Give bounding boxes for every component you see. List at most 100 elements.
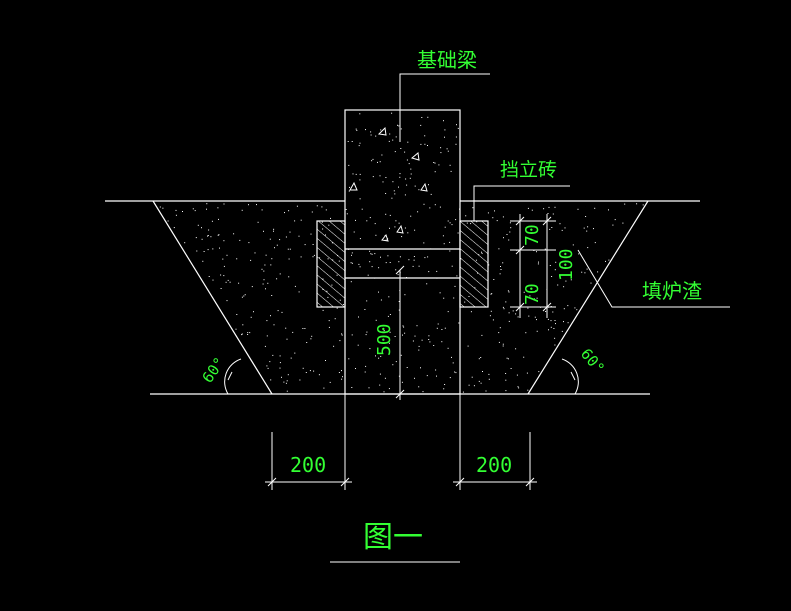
stipple-dot (502, 345, 504, 347)
stipple-dot (294, 285, 296, 287)
stipple-dot (309, 370, 311, 372)
stipple-dot (561, 229, 563, 231)
stipple-dot (388, 388, 390, 390)
stipple-dot (194, 210, 196, 212)
stipple-dot (389, 227, 390, 229)
stipple-dot (456, 124, 457, 126)
stipple-dot (442, 235, 444, 237)
stipple-dot (202, 260, 204, 262)
stipple-dot (398, 261, 400, 263)
stipple-dot (273, 228, 275, 230)
stipple-dot (533, 298, 535, 300)
stipple-dot (450, 170, 452, 172)
stipple-dot (387, 315, 389, 317)
stipple-dot (492, 217, 494, 219)
stipple-dot (217, 234, 219, 236)
stipple-dot (563, 321, 564, 323)
stipple-dot (434, 162, 436, 164)
stipple-dot (207, 235, 209, 237)
stipple-dot (433, 162, 435, 163)
stipple-dot (366, 300, 368, 302)
stipple-dot (391, 112, 393, 114)
stipple-dot (554, 337, 556, 339)
stipple-dot (399, 176, 401, 178)
stipple-dot (544, 248, 546, 250)
stipple-dot (398, 301, 400, 302)
stipple-dot (380, 299, 382, 301)
stipple-dot (273, 324, 275, 326)
stipple-dot (467, 345, 469, 347)
stipple-dot (420, 143, 422, 145)
stipple-dot (236, 258, 238, 260)
stipple-dot (488, 373, 490, 375)
stipple-dot (535, 290, 536, 292)
stipple-dot (422, 391, 424, 393)
stipple-dot (414, 229, 416, 231)
stipple-dot (502, 306, 504, 308)
stipple-dot (538, 261, 539, 263)
stipple-dot (503, 308, 505, 310)
stipple-dot (507, 358, 509, 360)
stipple-dot (355, 173, 357, 175)
stipple-dot (369, 348, 371, 350)
stipple-dot (555, 261, 557, 263)
stipple-dot (433, 345, 435, 346)
stipple-dot (398, 186, 399, 188)
stipple-dot (508, 291, 510, 293)
stipple-dot (389, 133, 391, 135)
stipple-dot (608, 259, 610, 261)
stipple-dot (482, 371, 483, 372)
stipple-dot (510, 368, 512, 369)
stipple-dot (488, 378, 490, 380)
stipple-dot (563, 286, 565, 288)
stipple-dot (269, 361, 271, 363)
stipple-dot (480, 382, 482, 384)
stipple-dot (261, 209, 263, 211)
stipple-dot (351, 252, 353, 254)
stipple-dot (241, 334, 243, 336)
stipple-dot (379, 161, 381, 163)
stipple-dot (451, 224, 453, 226)
stipple-dot (440, 147, 442, 149)
stipple-dot (238, 282, 240, 284)
stipple-dot (449, 241, 451, 243)
stipple-dot (367, 274, 369, 276)
stipple-dot (449, 377, 451, 379)
brick-dimension-lines (510, 214, 556, 318)
stipple-dot (182, 211, 183, 212)
stipple-dot (385, 262, 387, 264)
stipple-dot (608, 209, 609, 211)
stipple-dot (254, 252, 256, 254)
stipple-dot (341, 334, 343, 336)
stipple-dot (359, 173, 361, 175)
stipple-dot (534, 316, 536, 318)
stipple-dot (339, 340, 341, 342)
stipple-dot (217, 207, 219, 209)
stipple-dot (462, 391, 464, 393)
stipple-dot (554, 206, 556, 208)
stipple-dot (321, 206, 323, 208)
stipple-dot (248, 242, 250, 244)
stipple-dot (406, 184, 408, 186)
stipple-dot (401, 236, 403, 238)
stipple-dot (218, 218, 219, 220)
angle-label-right: 60° (577, 345, 608, 377)
stipple-dot (369, 250, 371, 252)
stipple-dot (404, 332, 406, 334)
angle-tick-left (227, 371, 233, 381)
stipple-dot (299, 379, 301, 381)
stipple-dot (208, 229, 210, 231)
stipple-dot (241, 209, 243, 211)
stipple-dot (408, 259, 410, 261)
stipple-dot (424, 257, 426, 259)
stipple-dot (285, 327, 287, 329)
stipple-dot (388, 296, 390, 298)
stipple-dot (384, 377, 386, 379)
stipple-dot (443, 388, 445, 390)
label-fill-slag: 填炉渣 (642, 279, 702, 303)
stipple-dot (414, 185, 416, 187)
stipple-dot (536, 226, 538, 228)
stipple-dot (379, 373, 381, 375)
stipple-dot (274, 247, 275, 249)
stipple-dot (244, 294, 246, 296)
